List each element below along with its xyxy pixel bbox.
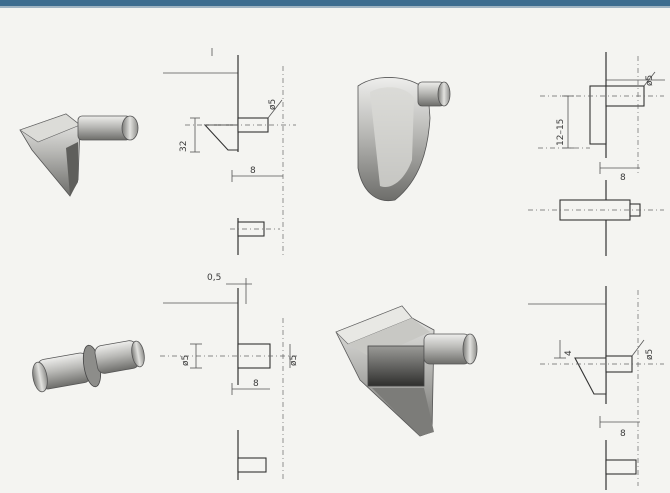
dim-length-8-4: 8 <box>620 429 626 439</box>
dim-height-32: 32 <box>179 141 189 152</box>
drawing-bottom-left <box>160 278 300 480</box>
dim-range-12-15: 12–15 <box>556 119 566 146</box>
shelf-support-photo-1 <box>19 113 139 197</box>
drawing-top-right <box>528 52 665 256</box>
dim-diameter-4: ø5 <box>289 355 299 366</box>
dim-diameter-2: ø5 <box>645 75 655 86</box>
shelf-support-photo-3 <box>335 305 478 437</box>
dim-length-8-3: 8 <box>253 379 259 389</box>
dim-length-8-2: 8 <box>620 173 626 183</box>
shelf-support-photo-2 <box>357 77 451 202</box>
dim-diameter-3: ø5 <box>181 355 191 366</box>
drawing-top-left <box>163 48 296 256</box>
dim-height-4: 4 <box>564 350 574 356</box>
dim-length-8-1: 8 <box>250 166 256 176</box>
header-bar <box>0 0 670 6</box>
shelf-pin-photo <box>32 340 145 393</box>
dim-gap-0-5: 0,5 <box>207 273 221 283</box>
drawing-bottom-right <box>528 286 664 490</box>
dim-diameter-5: ø5 <box>645 349 655 360</box>
dim-diameter-1: ø5 <box>268 99 278 110</box>
